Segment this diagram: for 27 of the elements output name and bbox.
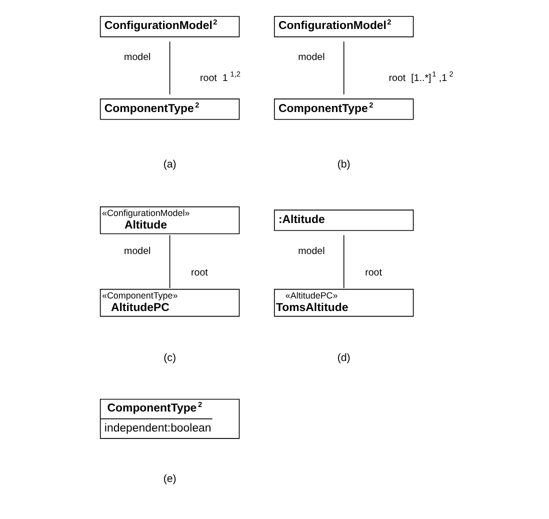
node-label: root xyxy=(364,267,382,278)
node-box: :Altitude xyxy=(273,210,414,231)
label: (b) xyxy=(336,158,350,170)
label: (c) xyxy=(163,352,176,364)
connector xyxy=(342,41,344,95)
node-box: «ComponentType» AltitudePC xyxy=(99,288,240,317)
label: (d) xyxy=(336,352,350,364)
connector xyxy=(342,234,344,288)
label: (a) xyxy=(162,158,176,170)
node-box: ConfigurationModel$^{2}$ xyxy=(99,16,240,38)
node-box: ComponentType$^{2}$ xyxy=(273,98,414,120)
connector xyxy=(168,41,170,95)
node-label: model xyxy=(124,52,150,64)
node-label: model xyxy=(298,52,324,64)
node-label: model xyxy=(298,246,324,257)
node-label: root 1 xyxy=(200,72,228,84)
node-label: root [1..*] xyxy=(388,72,431,84)
label: (e) xyxy=(162,473,176,486)
node-box: ComponentType$^{2}$ xyxy=(99,98,240,120)
node-label: 1,2 xyxy=(230,69,240,78)
node-box: «AltitudePC» TomsAltitude xyxy=(273,288,414,317)
node-label: model xyxy=(124,246,150,257)
node-box: ConfigurationModel$^{2}$ xyxy=(273,16,414,38)
node-box: «ConfigurationModel» Altitude xyxy=(99,206,240,234)
node-label: root xyxy=(190,267,208,278)
node-label: $^{1}$,1$^{2}$ xyxy=(432,69,453,84)
connector xyxy=(168,234,170,288)
